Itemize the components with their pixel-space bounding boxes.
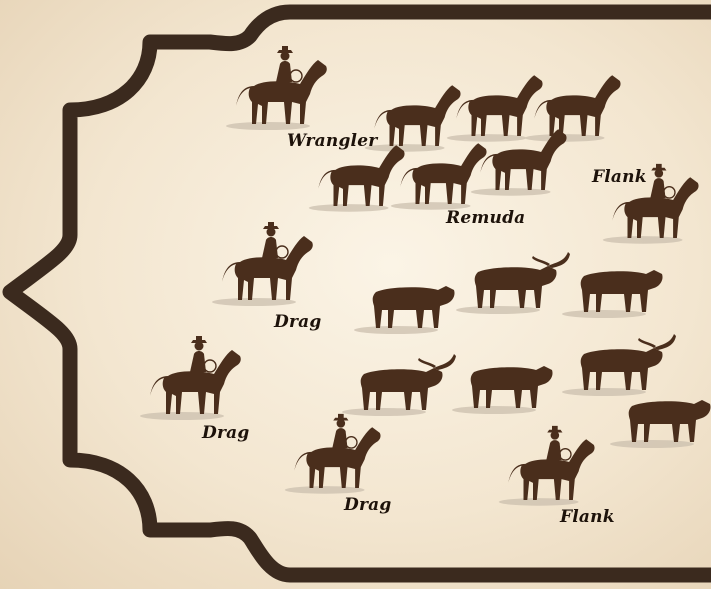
remuda-horse-1 bbox=[374, 85, 460, 146]
label-drag-3: Drag bbox=[344, 495, 391, 515]
rider-drag-2 bbox=[150, 336, 241, 414]
steer-4 bbox=[361, 354, 456, 410]
steer-6 bbox=[581, 334, 676, 390]
steer-2-shadow bbox=[456, 306, 540, 314]
rider-wrangler-shadow bbox=[226, 122, 310, 130]
steer-1 bbox=[373, 286, 455, 328]
steer-2 bbox=[475, 252, 570, 308]
steer-4-shadow bbox=[342, 408, 426, 416]
rider-flank-top-shadow bbox=[603, 236, 683, 244]
steer-7-shadow bbox=[610, 440, 694, 448]
remuda-horse-3 bbox=[534, 75, 620, 136]
rider-drag-2-shadow bbox=[140, 412, 224, 420]
label-wrangler: Wrangler bbox=[287, 131, 377, 151]
remuda-horse-2 bbox=[456, 75, 542, 136]
steer-7 bbox=[629, 400, 711, 442]
rider-drag-3 bbox=[294, 414, 380, 488]
remuda-horse-5 bbox=[400, 143, 486, 204]
remuda-horse-2-shadow bbox=[447, 134, 527, 142]
label-flank-bottom: Flank bbox=[560, 507, 615, 527]
rider-flank-bottom bbox=[508, 426, 594, 500]
rider-drag-1-shadow bbox=[212, 298, 296, 306]
steer-3 bbox=[581, 270, 663, 312]
label-remuda: Remuda bbox=[446, 208, 525, 228]
remuda-horse-4 bbox=[318, 145, 404, 206]
steer-3-shadow bbox=[562, 310, 646, 318]
rider-drag-3-shadow bbox=[285, 486, 365, 494]
rider-flank-bottom-shadow bbox=[499, 498, 579, 506]
steer-5 bbox=[471, 366, 553, 408]
steer-5-shadow bbox=[452, 406, 536, 414]
steer-1-shadow bbox=[354, 326, 438, 334]
label-drag-1: Drag bbox=[274, 312, 321, 332]
label-flank-top: Flank bbox=[592, 167, 647, 187]
remuda-horse-6-shadow bbox=[471, 188, 551, 196]
rider-drag-1 bbox=[222, 222, 313, 300]
label-drag-2: Drag bbox=[202, 423, 249, 443]
rider-wrangler bbox=[236, 46, 327, 124]
remuda-horse-4-shadow bbox=[309, 204, 389, 212]
steer-6-shadow bbox=[562, 388, 646, 396]
